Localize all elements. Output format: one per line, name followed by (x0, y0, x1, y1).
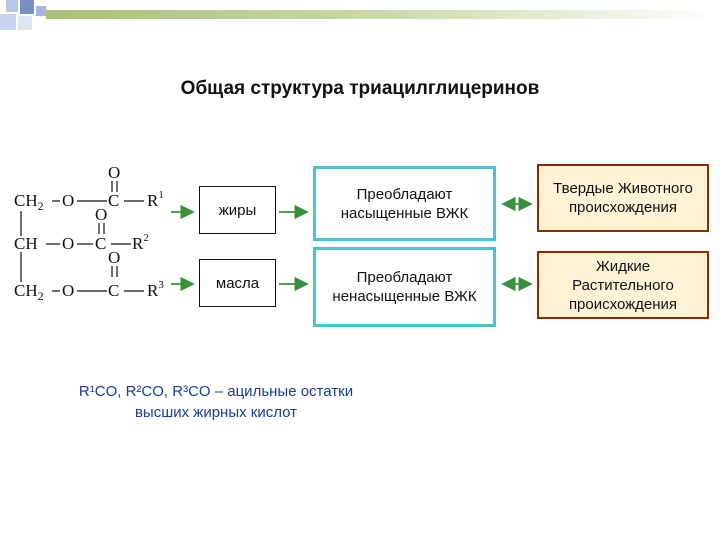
corner-decor-square-5 (36, 6, 46, 16)
corner-decor-square-1 (6, 0, 18, 12)
top-gradient-bar (46, 10, 720, 19)
ch2-bottom: CH2 (14, 281, 44, 303)
carbon-1: C (108, 191, 119, 210)
slide-title: Общая структура триацилглицеринов (180, 78, 540, 99)
carbonyl-o-1: O (108, 163, 120, 182)
saturated-box: Преобладают насыщенные ВЖК (313, 166, 496, 241)
solid-origin-box: Твердые Животного происхождения (537, 164, 709, 232)
corner-decor-square-4 (18, 16, 32, 30)
r1-group: R1 (147, 189, 164, 210)
ch-middle: CH (14, 234, 38, 253)
saturated-label: Преобладают насыщенные ВЖК (340, 185, 469, 222)
oxygen-ester-1: O (62, 191, 74, 210)
fats-label: жиры (218, 201, 257, 219)
solid-origin-label: Твердые Животного происхождения (553, 180, 693, 216)
corner-decor-square-2 (20, 0, 34, 14)
oxygen-ester-2: O (62, 234, 74, 253)
carbon-2: C (95, 234, 106, 253)
carbonyl-o-3: O (108, 248, 120, 267)
unsaturated-label: Преобладают ненасыщенные ВЖК (332, 269, 477, 305)
oils-label: масла (215, 274, 260, 292)
liquid-origin-box: Жидкие Растительного происхождения (537, 251, 709, 319)
unsaturated-box: Преобладают ненасыщенные ВЖК (313, 247, 496, 327)
triacylglycerol-formula: CH2 O O C R1 O CH O C R2 O CH2 O C R3 (14, 163, 164, 303)
oils-box: масла (199, 259, 276, 307)
corner-decor-square-3 (0, 14, 16, 30)
carbonyl-o-2: O (95, 205, 107, 224)
acyl-residues-note: R¹CO, R²CO, R³CO – ацильные остатки высш… (78, 383, 354, 421)
liquid-origin-label: Жидкие Растительного происхождения (568, 257, 678, 313)
oxygen-ester-3: O (62, 281, 74, 300)
r2-group: R2 (132, 232, 149, 253)
r3-group: R3 (147, 279, 164, 300)
carbon-3: C (108, 281, 119, 300)
ch2-top: CH2 (14, 191, 44, 213)
fats-box: жиры (199, 186, 276, 234)
